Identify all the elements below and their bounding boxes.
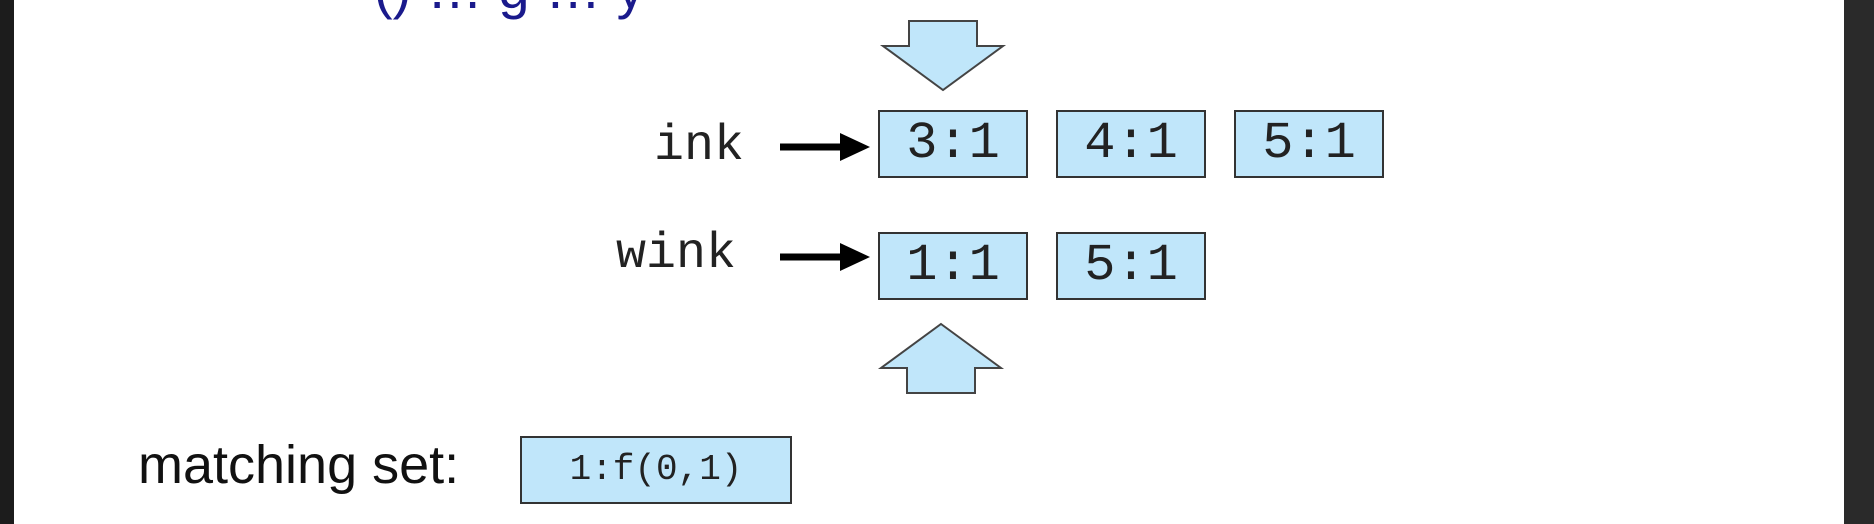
posting-ink-1: 3:1 [878, 110, 1028, 178]
term-wink: wink [616, 226, 737, 283]
matching-set-label: matching set: [138, 435, 460, 495]
diagram-panel: () … g … y ink 3:1 4:1 5:1 wink 1:1 5:1 … [14, 0, 1844, 524]
posting-ink-2: 4:1 [1056, 110, 1206, 178]
window-edge [1844, 0, 1874, 524]
title-fragment: () … g … y [374, 0, 645, 21]
posting-wink-1: 1:1 [878, 232, 1028, 300]
down-arrow-icon [879, 20, 1007, 92]
posting-wink-2: 5:1 [1056, 232, 1206, 300]
right-arrow-icon [780, 243, 870, 271]
posting-ink-3: 5:1 [1234, 110, 1384, 178]
up-arrow-icon [877, 322, 1005, 394]
right-arrow-icon [780, 133, 870, 161]
term-ink: ink [654, 118, 745, 175]
matching-set-value: 1:f(0,1) [520, 436, 792, 504]
